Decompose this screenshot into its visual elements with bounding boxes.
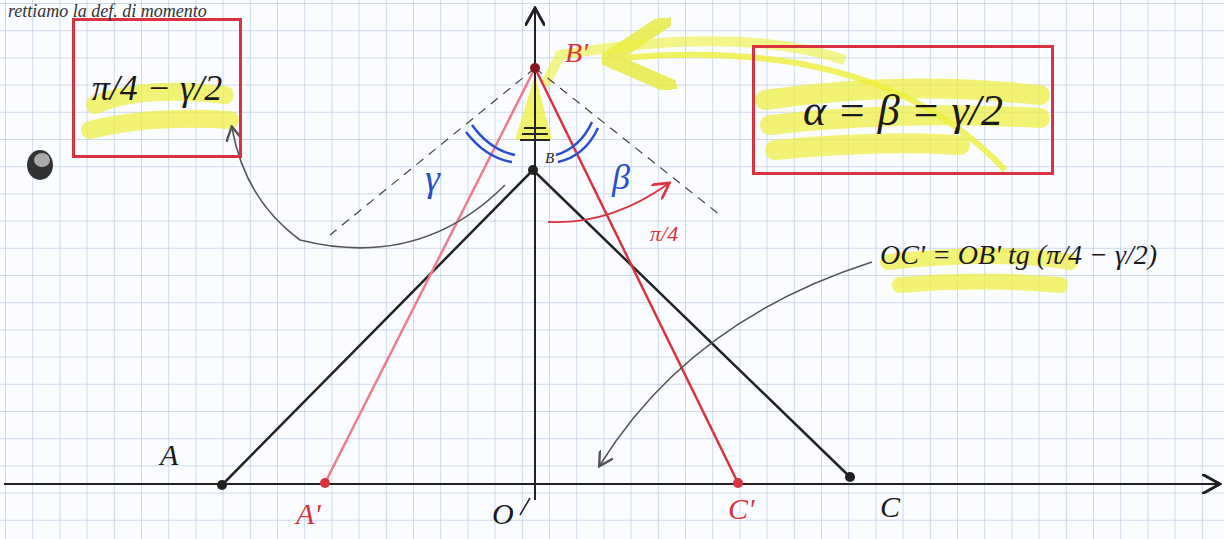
point-label: O — [492, 497, 514, 530]
angle-label: γ — [425, 158, 440, 200]
point-label: B — [545, 150, 554, 167]
formula-text: α = β = γ/2 — [803, 85, 1003, 136]
formula-box: α = β = γ/2 — [752, 45, 1054, 175]
formula-text: OC' = OB' tg (π/4 − γ/2) — [880, 240, 1157, 271]
formula-text: π/4 − γ/2 — [92, 67, 223, 109]
point-label: C — [880, 490, 900, 523]
page-note: rettiamo la def. di momento — [8, 2, 207, 22]
formula-box: π/4 − γ/2 — [72, 18, 242, 158]
point-label: A' — [296, 497, 321, 530]
angle-label: β — [612, 158, 630, 198]
point-label: B' — [565, 38, 588, 69]
angle-value: π/4 — [650, 222, 678, 246]
point-label: A — [160, 438, 178, 471]
point-label: C' — [728, 492, 754, 525]
